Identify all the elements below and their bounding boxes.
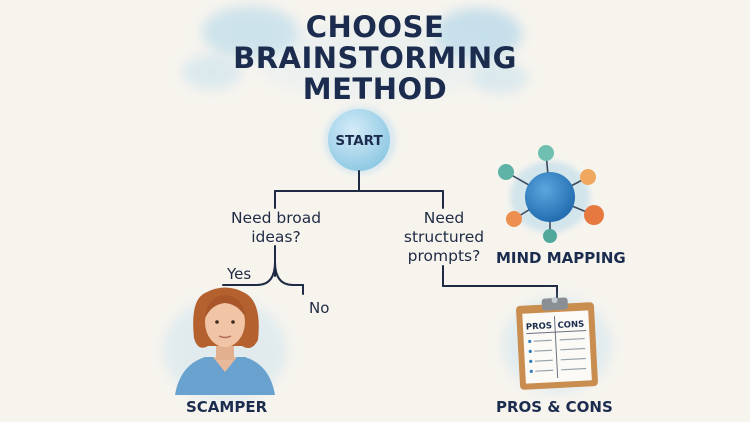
question-structured-prompts: Need structured prompts? <box>394 209 494 266</box>
outcome-mind-mapping: MIND MAPPING <box>496 249 626 267</box>
mind-map-icon <box>498 145 604 243</box>
question-broad-line-1: Need broad <box>230 209 322 227</box>
outcome-scamper: SCAMPER <box>186 398 268 416</box>
answer-yes-label: Yes <box>227 265 252 283</box>
start-label: START <box>335 133 383 149</box>
clipboard-icon: PROS CONS <box>502 297 612 393</box>
title-watercolor-splash <box>182 6 528 100</box>
answer-no-label: No <box>309 299 330 317</box>
question-structured-line-1: Need <box>423 209 465 227</box>
connector-to-clipboard <box>442 285 558 300</box>
question-broad-line-2: ideas? <box>251 228 301 246</box>
page-title-line-3: METHOD <box>302 72 448 106</box>
connector-yes-branch <box>222 261 304 286</box>
question-structured-line-3: prompts? <box>407 247 481 265</box>
person-portrait <box>163 287 287 402</box>
connector-lines <box>222 170 558 300</box>
outcome-pros-cons: PROS & CONS <box>496 398 613 416</box>
clipboard-cons-heading: CONS <box>557 320 584 331</box>
page-title-line-1: CHOOSE <box>305 10 445 44</box>
question-broad-ideas: Need broad ideas? <box>222 209 330 247</box>
clipboard-pros-heading: PROS <box>526 321 553 332</box>
question-structured-line-2: structured <box>403 228 485 246</box>
page-title-line-2: BRAINSTORMING <box>233 41 517 75</box>
start-node <box>324 106 396 174</box>
